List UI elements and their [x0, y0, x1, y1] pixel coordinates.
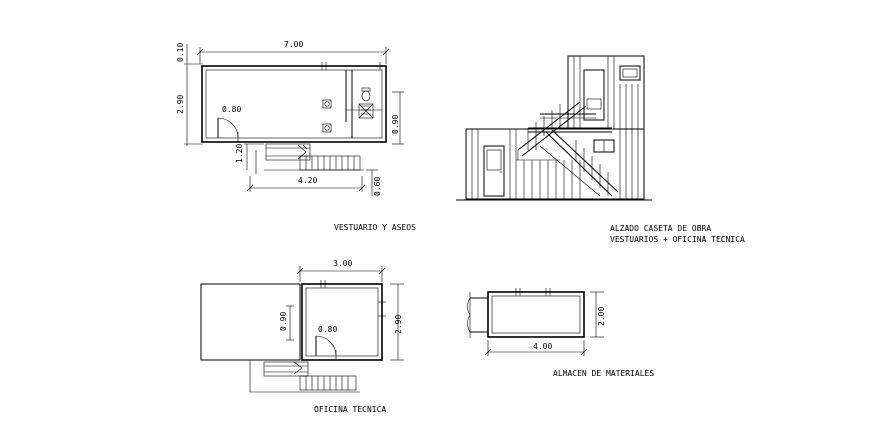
almacen-dim-bottom: 4.00	[533, 342, 552, 351]
alzado-elevation: ALZADO CASETA DE OBRA VESTUARIOS + OFICI…	[456, 55, 745, 244]
oficina-dim-top: 3.00	[333, 259, 352, 268]
alzado-caption-line1: ALZADO CASETA DE OBRA	[610, 224, 711, 233]
vestuario-dim-top: 7.00	[284, 40, 303, 49]
oficina-plan: 3.00 0.80 0.90 2.90 OFICI	[200, 259, 404, 414]
vestuario-dim-top-left: 0.10	[176, 43, 185, 62]
vestuario-dim-door: 0.80	[222, 105, 241, 114]
vestuario-caption: VESTUARIO Y ASEOS	[334, 223, 416, 232]
oficina-caption: OFICINA TECNICA	[314, 405, 386, 414]
oficina-dim-inner-left: 0.90	[279, 312, 288, 331]
vestuario-dim-right: 0.90	[391, 115, 400, 134]
almacen-caption: ALMACEN DE MATERIALES	[553, 369, 654, 378]
alzado-caption-line2: VESTUARIOS + OFICINA TECNICA	[610, 235, 745, 244]
vestuario-dim-left: 2.90	[176, 95, 185, 114]
vestuario-dim-step-left: 1.20	[235, 144, 244, 163]
vestuario-dim-bottom: 4.20	[298, 176, 317, 185]
almacen-dim-right: 2.00	[597, 307, 606, 326]
vestuario-dim-step-right: 0.60	[373, 177, 382, 196]
oficina-dim-door: 0.80	[318, 325, 337, 334]
vestuario-plan: 7.00 0.10 2.90 0.80	[176, 40, 416, 232]
almacen-plan: 4.00 2.00 ALMACEN DE MATERIALES	[467, 288, 654, 378]
oficina-dim-right: 2.90	[394, 315, 403, 334]
